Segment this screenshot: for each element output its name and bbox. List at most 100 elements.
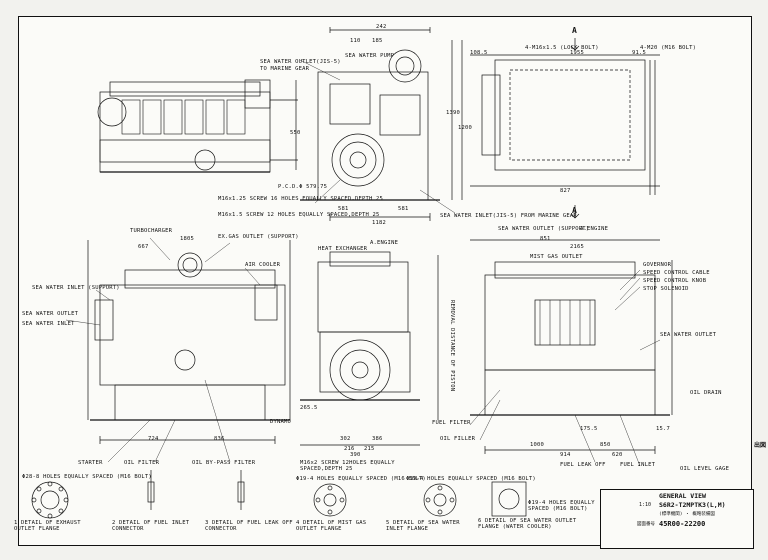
label-dynamo: DYNAMO	[270, 419, 292, 425]
detail-1-text: DETAIL OF EXHAUST OUTLET FLANGE	[14, 520, 81, 532]
detail-2-text: DETAIL OF FUEL INLET CONNECTOR	[112, 520, 190, 532]
engine-side-view-top	[97, 79, 298, 173]
dim-10: 1390	[446, 110, 461, 116]
engine-front-view-top	[295, 27, 463, 221]
dim-22: 386	[372, 436, 383, 442]
dim-1: 242	[376, 24, 387, 30]
dim-28: 215	[364, 446, 375, 452]
label-removal-distance: REMOVAL DISTANCE OF PISTON	[449, 300, 455, 392]
title-subtitle: (標準機関) ‧ 概略装備図	[659, 512, 715, 517]
label-fuel-filter: FUEL FILTER	[432, 420, 471, 426]
dim-13: 827	[560, 188, 571, 194]
label-pcd: P.C.D.Φ 579.75	[278, 184, 328, 190]
label-sea-water-outlet-left: SEA WATER OUTLET	[22, 311, 79, 317]
side-tab: 出図	[753, 442, 766, 449]
detail-3-num: 3	[205, 520, 209, 526]
label-sea-water-pump: SEA WATER PUMP	[345, 53, 395, 59]
dim-20: 836	[214, 436, 225, 442]
detail-3-text: DETAIL OF FUEL LEAK OFF CONNECTOR	[205, 520, 293, 532]
dim-6: 91.5	[632, 50, 647, 56]
dim-26: 850	[600, 442, 611, 448]
label-sea-water-outlet-top: SEA WATER OUTLET (SUPPORT)	[498, 226, 590, 232]
label-speed-control-cable: SPEED CONTROL CABLE	[643, 270, 710, 276]
label-oil-filter-left: OIL FILTER	[124, 460, 160, 466]
dim-17: 667	[138, 244, 149, 250]
label-sea-water-inlet-from-gear: SEA WATER INLET(JIS-5) FROM MARINE GEAR	[440, 213, 577, 219]
dim-25: 1000	[530, 442, 545, 448]
dim-32: 620	[612, 452, 623, 458]
label-mist-gas-outlet: MIST GAS OUTLET	[530, 254, 583, 260]
detail-5-num: 5	[386, 520, 390, 526]
label-screw-flywheel-2: M16x1.5 SCREW 12 HOLES EQUALLY SPACED,DE…	[218, 212, 380, 218]
detail-4-note: Φ19-4 HOLES EQUALLY SPACED (M16 BOLT)	[296, 476, 426, 482]
label-to-marine-gear: TO MARINE GEAR	[260, 66, 310, 72]
detail-6-num: 6	[478, 518, 482, 524]
drawing-no-label: 図面番号	[637, 522, 655, 527]
dim-29: 390	[350, 452, 361, 458]
dim-9: 581	[398, 206, 409, 212]
detail-5-title: 5 DETAIL OF SEA WATER INLET FLANGE	[386, 520, 476, 532]
detail-4-text: DETAIL OF MIST GAS OUTLET FLANGE	[296, 520, 367, 532]
label-lock-bolt: 4-M16x1.5 (LOCK BOLT)	[525, 45, 599, 51]
label-governor: GOVERNOR	[643, 262, 672, 268]
detail-3-title: 3 DETAIL OF FUEL LEAK OFF CONNECTOR	[205, 520, 295, 532]
label-sea-water-inlet-left: SEA WATER INLET	[22, 321, 75, 327]
label-fuel-inlet: FUEL INLET	[620, 462, 656, 468]
label-oil-level-gauge: OIL LEVEL GAGE	[680, 466, 730, 472]
detail-1-num: 1	[14, 520, 18, 526]
dim-11: 1200	[458, 125, 473, 131]
dim-18: 851	[540, 236, 551, 242]
detail-2-title: 2 DETAIL OF FUEL INLET CONNECTOR	[112, 520, 202, 532]
detail-flanges	[31, 470, 527, 519]
detail-5-note: Φ19-4 HOLES EQUALLY SPACED (M16 BOLT)	[406, 476, 536, 482]
detail-1-note: Φ28-8 HOLES EQUALLY SPACED (M16 BOLT)	[22, 474, 152, 480]
label-speed-control-knob: SPEED CONTROL KNOB	[643, 278, 707, 284]
detail-6-note: Φ19-4 HOLES EQUALLY SPACED (M16 BOLT)	[528, 500, 595, 512]
engine-plan-view-top	[470, 38, 660, 219]
detail-6-text: DETAIL OF SEA WATER OUTLET FLANGE (WATER…	[478, 518, 577, 530]
leader-lines	[65, 59, 661, 467]
detail-6-title: 6 DETAIL OF SEA WATER OUTLET FLANGE (WAT…	[478, 518, 594, 530]
label-sea-water-outlet-right: SEA WATER OUTLET	[660, 332, 717, 338]
drawing-number: 45R00-22200	[659, 520, 706, 528]
dim-7: 1182	[372, 220, 387, 226]
dim-5: 1955	[570, 50, 585, 56]
label-fuel-leak-off: FUEL LEAK OFF	[560, 462, 606, 468]
dim-23: 265.5	[300, 405, 318, 411]
label-sea-water-inlet-5: SEA WATER INLET (SUPPORT)	[32, 285, 120, 291]
label-stop-solenoid: STOP SOLENOID	[643, 286, 689, 292]
engine-right-elevation	[470, 239, 673, 454]
detail-4-num: 4	[296, 520, 300, 526]
label-a-engine-mid: A.ENGINE	[370, 240, 399, 246]
dim-3: 110	[350, 38, 361, 44]
label-air-cooler: AIR COOLER	[245, 262, 281, 268]
label-turbocharger: TURBOCHARGER	[130, 228, 173, 234]
dim-12: 550	[290, 130, 301, 136]
detail-5-text: DETAIL OF SEA WATER INLET FLANGE	[386, 520, 460, 532]
label-starter: STARTER	[78, 460, 103, 466]
engine-side-elevation	[87, 240, 291, 444]
title-line-2: S6R2-T2MPTK3(L,M)	[659, 501, 726, 509]
dim-16: 2165	[570, 244, 585, 250]
scale-value: 1:10	[639, 502, 652, 508]
label-screw-flywheel-1: M16x1.25 SCREW 16 HOLES EQUALLY SPACED,D…	[218, 196, 384, 202]
view-a-marker-mid: A	[572, 206, 578, 215]
engine-end-view	[300, 251, 439, 446]
dim-2: 185	[372, 38, 383, 44]
detail-4-title: 4 DETAIL OF MIST GAS OUTLET FLANGE	[296, 520, 386, 532]
title-line-1: GENERAL VIEW	[659, 492, 706, 500]
detail-1-title: 1 DETAIL OF EXHAUST OUTLET FLANGE	[14, 520, 100, 532]
label-bolt-holes-under: M16x2 SCREW 12HOLES EQUALLY SPACED,DEPTH…	[300, 460, 395, 472]
dim-19: 724	[148, 436, 159, 442]
detail-2-num: 2	[112, 520, 116, 526]
label-oil-bypass-filter: OIL BY-PASS FILTER	[192, 460, 256, 466]
label-oil-drain: OIL DRAIN	[690, 390, 722, 396]
dim-30: 15.7	[656, 426, 671, 432]
dim-8: 581	[338, 206, 349, 212]
title-block: 1:10 GENERAL VIEW S6R2-T2MPTK3(L,M) (標準機…	[600, 489, 754, 549]
view-a-marker-top: A	[572, 26, 578, 35]
label-sea-water-outlet-main: SEA WATER OUTLET(JIS-5)	[260, 59, 341, 65]
dim-4: 108.5	[470, 50, 488, 56]
drawing-sheet	[18, 16, 752, 546]
